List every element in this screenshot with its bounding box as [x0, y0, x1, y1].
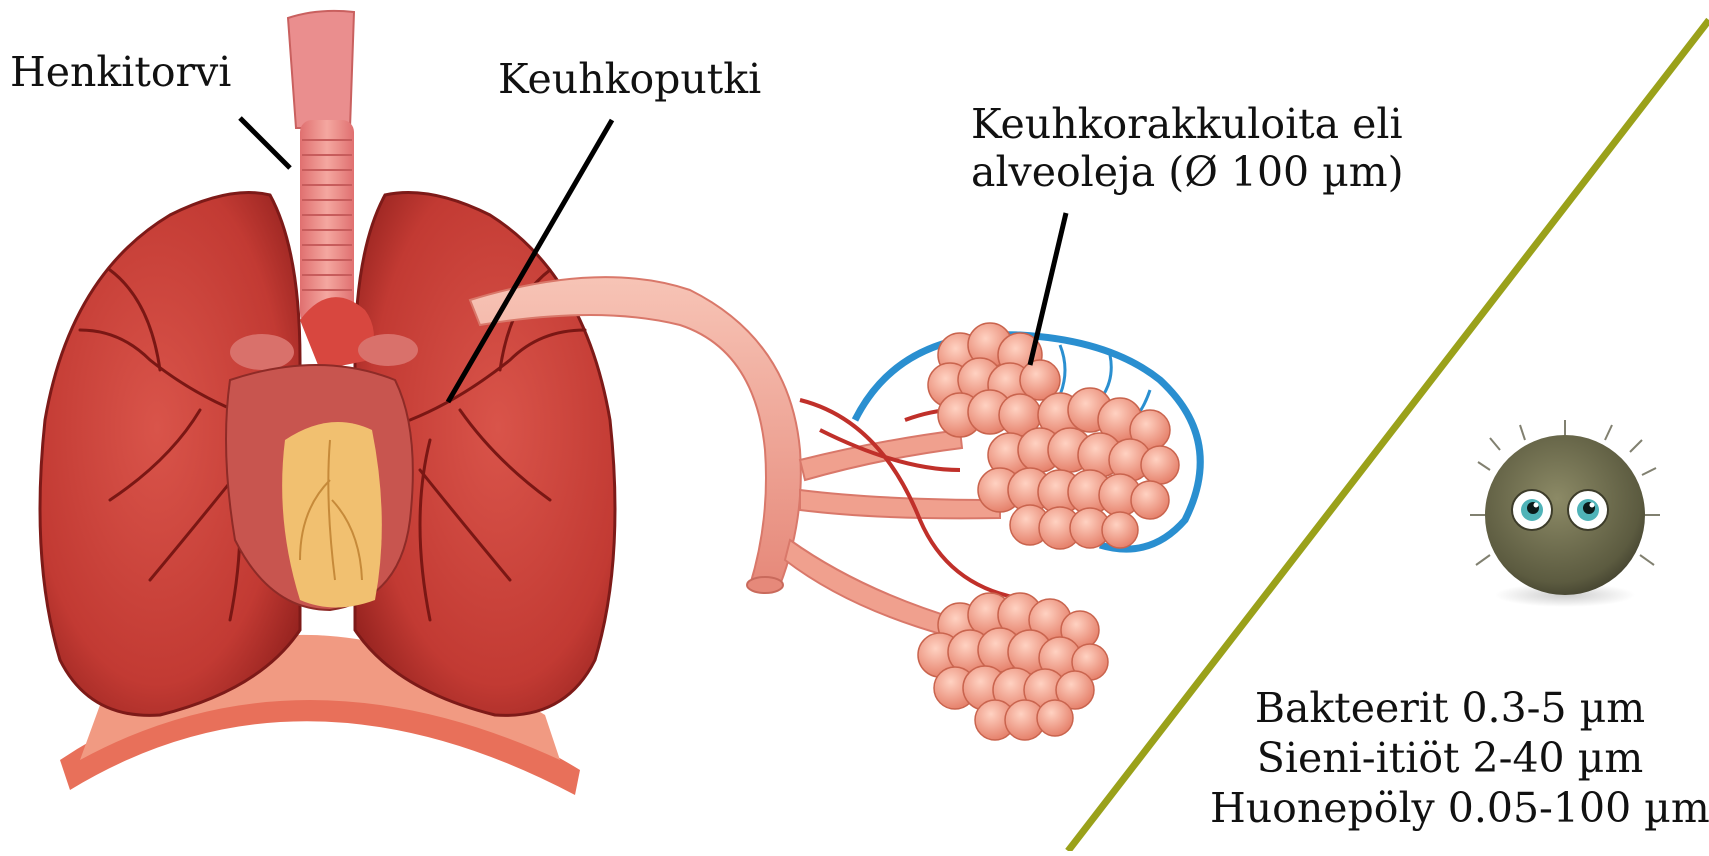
dust-ball-icon — [1470, 420, 1660, 607]
particle-size-house-dust: Huonepöly 0.05-100 µm — [1210, 783, 1690, 833]
trachea-pointer — [240, 118, 290, 168]
alveoli-cluster-bottom — [918, 593, 1108, 740]
particle-size-bacteria: Bakteerit 0.3-5 µm — [1210, 683, 1690, 733]
alveoli-label: Keuhkorakkuloita eli alveoleja (Ø 100 µm… — [971, 100, 1404, 196]
alveoli-label-line1: Keuhkorakkuloita eli — [971, 100, 1404, 148]
bronchus-opening — [747, 577, 783, 593]
particle-size-fungal-spores: Sieni-itiöt 2-40 µm — [1210, 733, 1690, 783]
vessel-left — [230, 334, 294, 370]
trachea-top — [288, 11, 354, 128]
heart-fat — [282, 422, 382, 608]
trachea — [300, 120, 354, 325]
vessel-right — [358, 334, 418, 366]
bronchus-label: Keuhkoputki — [498, 55, 761, 103]
particle-sizes-list: Bakteerit 0.3-5 µm Sieni-itiöt 2-40 µm H… — [1210, 683, 1690, 833]
alveoli-label-line2: alveoleja (Ø 100 µm) — [971, 148, 1404, 196]
trachea-label: Henkitorvi — [10, 48, 231, 96]
